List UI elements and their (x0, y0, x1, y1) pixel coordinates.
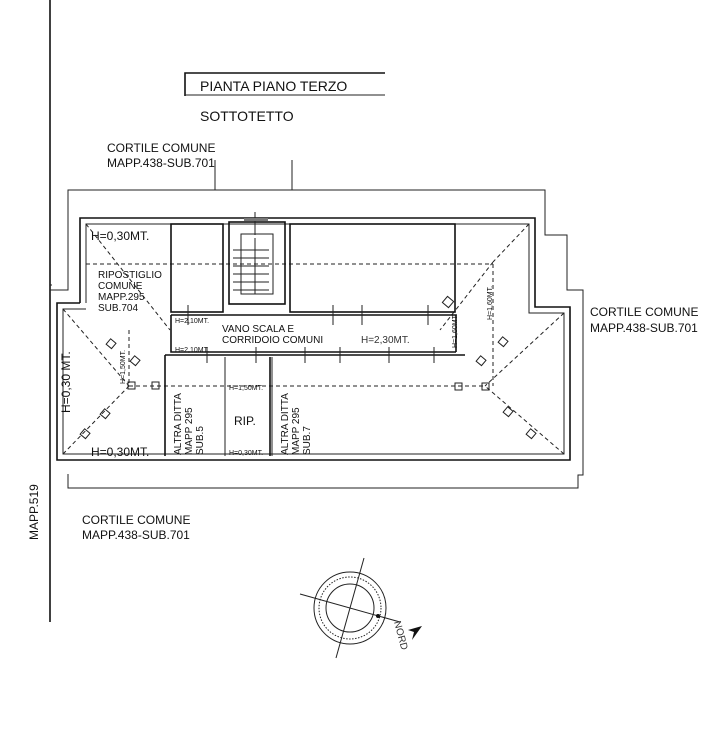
courtyard-top-ref: MAPP.438-SUB.701 (107, 156, 215, 170)
compass-rose: NORD (299, 557, 422, 659)
rip-label: RIP. (234, 414, 256, 428)
sub7-label-2: MAPP 295 (291, 407, 302, 455)
skylights (79, 295, 537, 440)
height-210-b: H=2,10MT. (175, 347, 209, 354)
courtyard-top-name: CORTILE COMUNE (107, 141, 215, 155)
height-top-left: H=0,30MT. (91, 229, 149, 243)
sub5-label-1: ALTRA DITTA (173, 393, 184, 455)
sub7-label-1: ALTRA DITTA (280, 393, 291, 455)
height-150-rip: H=1,50MT. (229, 385, 263, 392)
height-030-rip: H=0,30MT. (229, 450, 263, 457)
height-bottom-left: H=0,30MT. (91, 445, 149, 459)
courtyard-bottom-ref: MAPP.438-SUB.701 (82, 528, 190, 542)
height-160-b: H=1,60MT. (487, 286, 494, 320)
title-box (184, 72, 385, 96)
sub7-label-3: SUB.7 (302, 426, 313, 455)
height-corridor: H=2,30MT. (361, 335, 410, 346)
storage-label-4: SUB.704 (98, 303, 138, 314)
stair-well (228, 221, 286, 305)
courtyard-right-ref: MAPP.438-SUB.701 (590, 321, 698, 335)
height-left: H=0,30 MT. (59, 351, 73, 413)
height-210-a: H=2,10MT. (175, 318, 209, 325)
roof-outline (56, 217, 571, 461)
north-arrow-icon (408, 626, 422, 640)
courtyard-bottom-name: CORTILE COMUNE (82, 513, 190, 527)
sub5-label-3: SUB.5 (195, 426, 206, 455)
sub5-label-2: MAPP 295 (184, 407, 195, 455)
storage-label-3: MAPP.295 (98, 292, 145, 303)
stair-label-2: CORRIDOIO COMUNI (222, 335, 323, 346)
height-150-left: H=1,50MT. (120, 350, 127, 384)
plan-title: PIANTA PIANO TERZO (200, 78, 347, 94)
plan-subtitle: SOTTOTETTO (200, 108, 294, 124)
outer-walls (50, 160, 584, 489)
compass-nord-label: NORD (391, 620, 409, 651)
height-160-a: H=1,60MT. (452, 314, 459, 348)
stair-label-1: VANO SCALA E (222, 324, 294, 335)
mapp-519-label: MAPP.519 (27, 484, 41, 540)
interior-walls (164, 212, 465, 456)
storage-label-2: COMUNE (98, 281, 143, 292)
courtyard-right-name: CORTILE COMUNE (590, 305, 698, 319)
storage-label-1: RIPOSTIGLIO (98, 270, 162, 281)
